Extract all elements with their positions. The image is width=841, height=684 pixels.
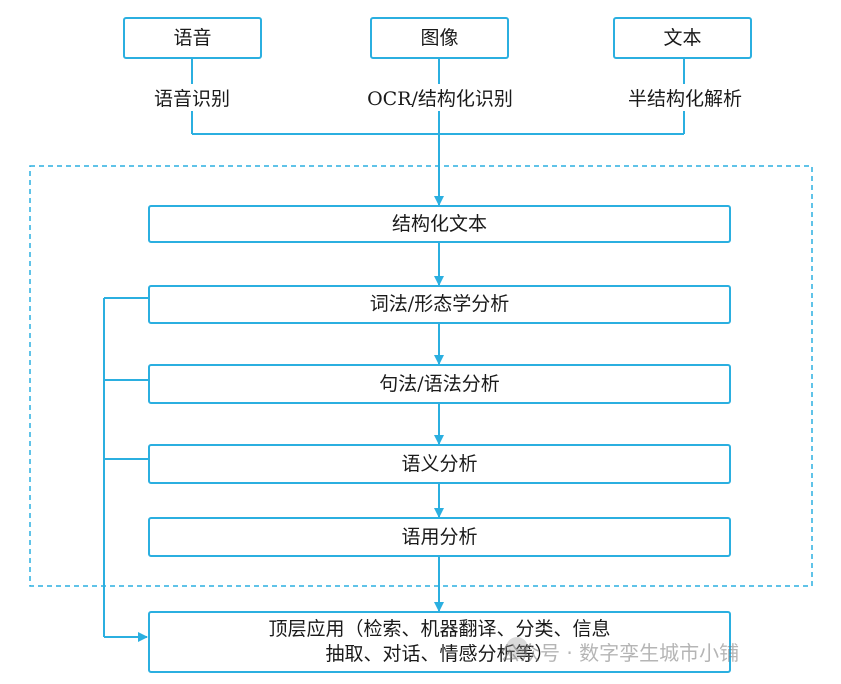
lexical-analysis-label: 词法/形态学分析 <box>369 293 510 316</box>
syntactic-analysis-label: 句法/语法分析 <box>379 372 500 395</box>
application-line-1: 顶层应用（检索、机器翻译、分类、信息 <box>268 618 611 641</box>
speech-input-label: 语音 <box>173 26 212 49</box>
watermark-logo-icon <box>506 637 528 659</box>
top-level-application-box: 顶层应用（检索、机器翻译、分类、信息 抽取、对话、情感分析等） <box>148 611 731 673</box>
lexical-analysis-box: 词法/形态学分析 <box>148 285 731 324</box>
structured-text-box: 结构化文本 <box>148 205 731 243</box>
image-input-label: 图像 <box>420 26 459 49</box>
speech-recognition-label: 语音识别 <box>143 84 241 111</box>
image-input-box: 图像 <box>370 17 509 59</box>
text-input-box: 文本 <box>613 17 752 59</box>
pragmatic-analysis-box: 语用分析 <box>148 517 731 557</box>
semantic-analysis-box: 语义分析 <box>148 444 731 484</box>
watermark-text: 公众号 · 数字孪生城市小铺 <box>500 641 740 665</box>
speech-input-box: 语音 <box>123 17 262 59</box>
dashed-region <box>29 165 813 587</box>
structured-text-label: 结构化文本 <box>391 212 487 235</box>
ocr-recognition-label: OCR/结构化识别 <box>351 84 529 111</box>
syntactic-analysis-box: 句法/语法分析 <box>148 364 731 404</box>
application-line-2: 抽取、对话、情感分析等） <box>325 643 554 665</box>
text-input-label: 文本 <box>663 26 702 49</box>
semi-structured-parsing-label: 半结构化解析 <box>612 84 758 111</box>
pragmatic-analysis-label: 语用分析 <box>401 525 478 548</box>
semantic-analysis-label: 语义分析 <box>401 452 478 475</box>
